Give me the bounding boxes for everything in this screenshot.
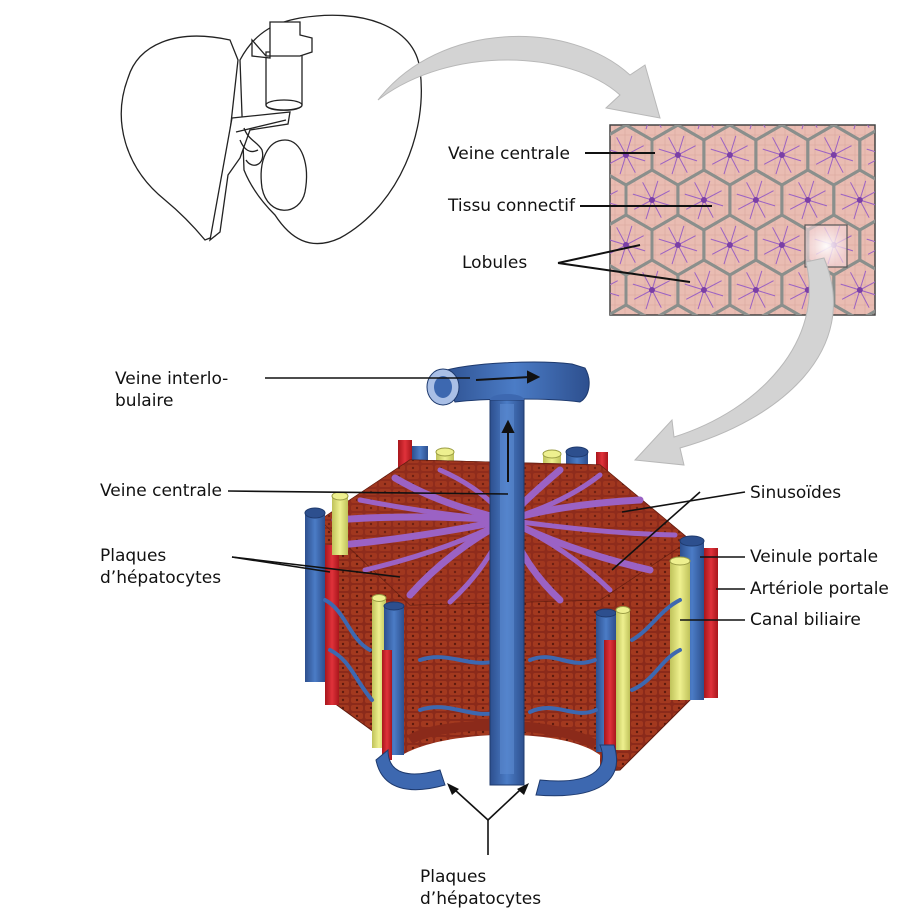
lobule-central-vein — [658, 225, 698, 265]
lobule-central-vein — [632, 270, 672, 310]
lobule-hexagon — [626, 350, 678, 410]
connective-tissue-network — [600, 80, 913, 455]
lobule-central-vein — [893, 361, 913, 399]
lobule-hexagon — [709, 303, 751, 315]
lobule-central-vein — [607, 406, 645, 444]
lobule-central-vein — [867, 406, 905, 444]
liver-left-lobe — [120, 35, 239, 241]
sinusoid-channel — [504, 517, 678, 538]
label-lobules: Lobules — [462, 253, 528, 273]
label-bile-duct: Canal biliaire — [750, 610, 861, 630]
label-sinusoids: Sinusoïdes — [750, 483, 842, 503]
lobule-central-vein — [710, 225, 750, 265]
label-hepatocyte-plates-left: Plaques d’hépatocytes — [100, 546, 222, 588]
lobule-hexagon — [886, 260, 913, 320]
lobule-central-vein — [893, 91, 913, 129]
arrow-sample-to-lobule — [633, 257, 834, 466]
lobule-3d-model — [304, 361, 718, 797]
vena-cava-top — [251, 21, 313, 59]
sinusoid-channel — [336, 516, 511, 549]
lobule-central-vein — [710, 135, 750, 175]
label-hepatocyte-plates-bottom: Plaques d’hépatocytes — [420, 867, 542, 909]
lobule-hexagon — [886, 80, 913, 140]
lobule-central-vein — [841, 361, 879, 399]
lobule-hexagon — [865, 309, 875, 315]
lobule-central-vein — [610, 190, 620, 207]
lobule-central-vein — [633, 361, 671, 399]
lobule-leader-lines — [227, 377, 746, 855]
lobule-hexagon — [834, 350, 886, 410]
label-connective-tissue: Tissu connectif — [448, 196, 575, 216]
lobule-central-vein — [659, 316, 697, 354]
lobule-hexagon — [657, 303, 699, 315]
lobule-central-vein — [645, 125, 662, 130]
lobule-central-vein — [840, 270, 875, 310]
lobule-hexagon — [886, 350, 913, 410]
lobule-central-vein — [697, 125, 714, 130]
lobule-central-vein — [893, 271, 913, 309]
lobule-central-vein — [684, 270, 724, 310]
lobule-central-vein — [893, 181, 913, 219]
lobule-central-vein — [610, 280, 620, 297]
lobule-central-vein — [685, 361, 723, 399]
lobule-hexagon — [761, 303, 803, 315]
lobule-central-vein — [736, 270, 776, 310]
lobule-central-vein — [866, 238, 875, 255]
lobule-hexagon — [678, 350, 730, 410]
lobule-central-vein — [684, 180, 724, 220]
lobule-central-vein — [711, 316, 749, 354]
lobule-central-vein — [866, 148, 875, 165]
lobule-central-vein — [840, 180, 875, 220]
lobule-central-vein — [762, 135, 802, 175]
lobule-tissue-sample — [581, 80, 913, 455]
label-central-vein: Veine centrale — [100, 481, 222, 501]
lobule-central-vein — [788, 180, 828, 220]
lobule-hexagon — [860, 395, 912, 455]
gallbladder — [260, 139, 308, 211]
lobule-central-vein — [610, 225, 646, 265]
portal-structures — [209, 111, 291, 242]
lobule-central-vein — [581, 91, 619, 129]
top-leader-lines — [557, 152, 712, 283]
lobule-hexagon — [600, 395, 652, 455]
lobule-hexagon — [610, 303, 647, 315]
lobule-hexagon — [808, 395, 860, 455]
liver-right-lobe — [239, 14, 422, 245]
label-interlobular-vein: Veine interlo- bulaire — [115, 369, 229, 411]
lobule-central-vein — [801, 125, 818, 130]
lobule-central-vein — [749, 125, 766, 130]
lobule-hexagon — [886, 170, 913, 230]
lobule-central-vein — [762, 225, 802, 265]
lobule-central-vein — [814, 135, 854, 175]
flow-arrows — [475, 370, 541, 482]
lobule-central-vein — [658, 135, 698, 175]
label-portal-venule: Veinule portale — [750, 547, 879, 567]
lobule-central-vein — [815, 406, 853, 444]
bottom-arrowheads — [447, 783, 529, 795]
label-top-central-vein: Veine centrale — [448, 144, 570, 164]
zoom-region-box — [804, 224, 848, 268]
lobule-central-vein — [736, 180, 776, 220]
lobule-central-vein — [607, 316, 645, 354]
lobule-central-vein — [853, 125, 870, 130]
arrow-liver-to-sample — [377, 35, 661, 119]
lobule-central-vein — [763, 406, 801, 444]
label-portal-arteriole: Artériole portale — [750, 579, 889, 599]
liver-outline-drawing — [120, 14, 422, 245]
lobule-central-vein — [867, 316, 905, 354]
lobule-central-vein — [632, 180, 672, 220]
